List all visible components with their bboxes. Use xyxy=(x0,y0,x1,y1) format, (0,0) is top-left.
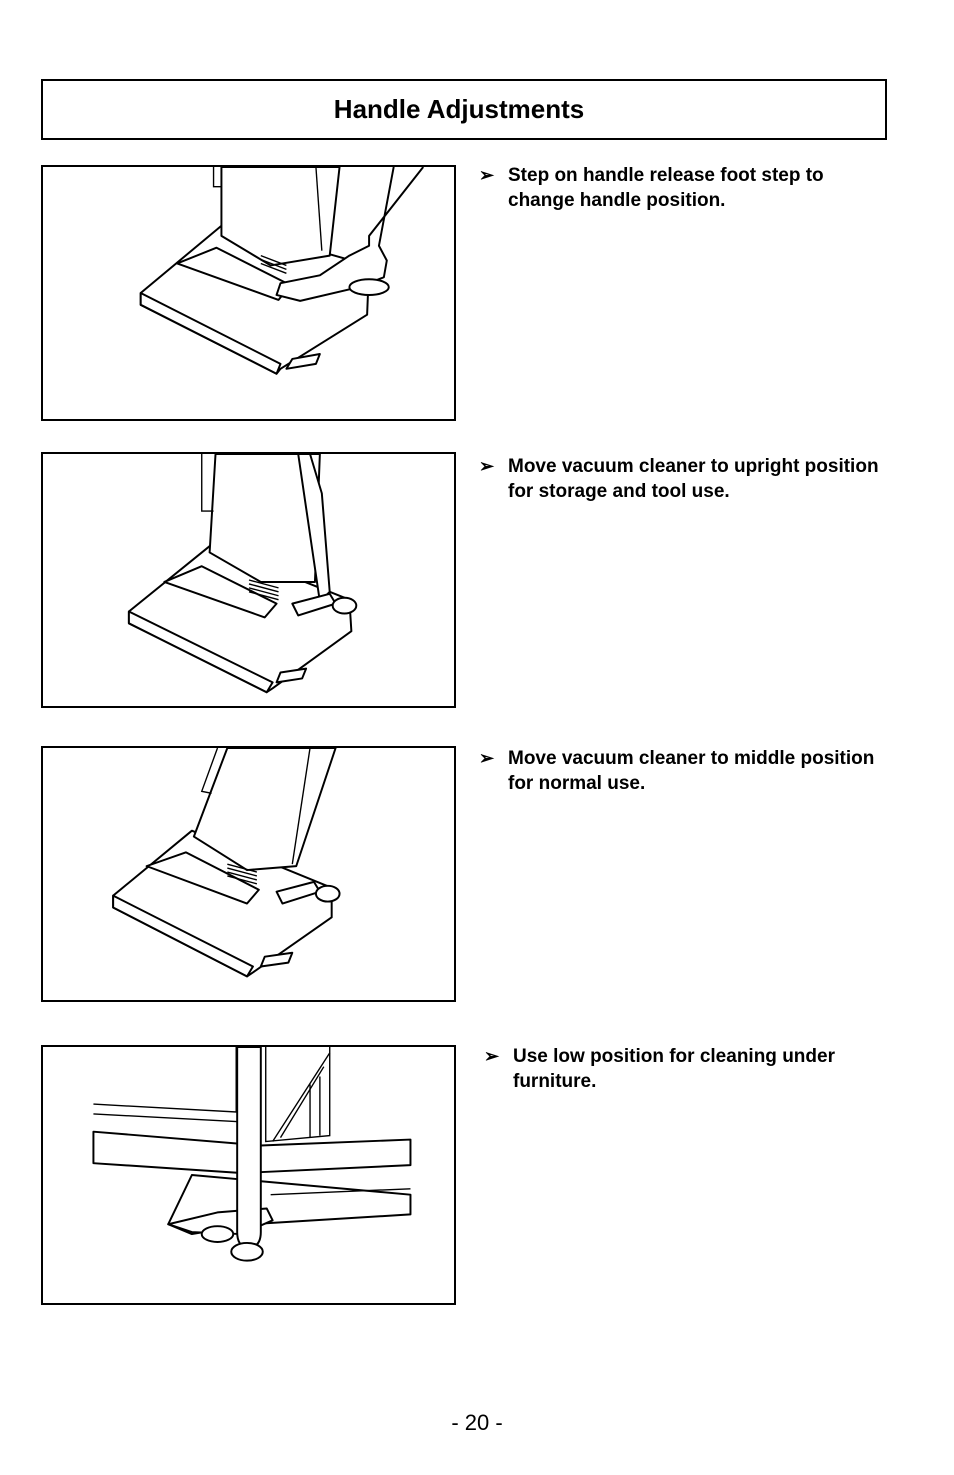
arrow-bullet-icon: ➢ xyxy=(479,165,495,185)
illustration-low-position xyxy=(41,1045,456,1305)
page-title: Handle Adjustments xyxy=(333,94,585,124)
vacuum-foot-step-drawing xyxy=(139,167,425,375)
arrow-bullet-icon: ➢ xyxy=(479,748,495,768)
arrow-bullet-icon: ➢ xyxy=(484,1046,500,1066)
illustration-upright-position xyxy=(41,452,456,708)
step-text: Use low position for cleaning under furn… xyxy=(513,1046,835,1092)
page-number: - 20 - xyxy=(451,1410,503,1435)
vacuum-low-under-furniture-drawing xyxy=(92,1047,412,1262)
step-text: Step on handle release foot step to chan… xyxy=(508,165,824,211)
title-box: Handle Adjustments xyxy=(41,79,887,140)
arrow-bullet-icon: ➢ xyxy=(479,456,495,476)
step-text: Move vacuum cleaner to upright position … xyxy=(508,456,879,502)
vacuum-middle-drawing xyxy=(112,748,341,978)
illustration-middle-position xyxy=(41,746,456,1002)
illustration-foot-release xyxy=(41,165,456,421)
vacuum-upright-drawing xyxy=(127,454,358,694)
step-text: Move vacuum cleaner to middle position f… xyxy=(508,748,875,794)
